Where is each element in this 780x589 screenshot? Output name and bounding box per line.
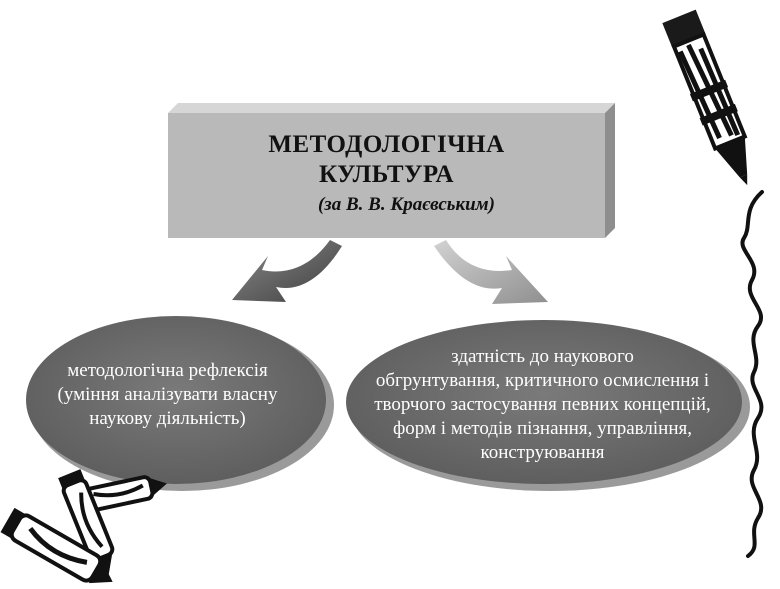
- right-oval-shape: [346, 320, 750, 491]
- right-node-line: творчого застосування певних концепцій,: [374, 394, 711, 415]
- wavy-line: [740, 190, 764, 558]
- right-node-line: обгрунтування, критичного осмислення і: [375, 370, 710, 391]
- title-box: МЕТОДОЛОГІЧНА КУЛЬТУРА (за В. В. Краєвсь…: [168, 113, 605, 235]
- title-line-1: МЕТОДОЛОГІЧНА: [268, 131, 505, 158]
- arrow-right-icon: [434, 240, 548, 304]
- title-box-shape: [168, 103, 615, 238]
- left-node-line: наукову діяльність): [89, 408, 246, 429]
- pen-icon: [662, 9, 748, 186]
- title-subtitle: (за В. В. Краєвським): [317, 194, 495, 215]
- right-node: здатність до наукового обгрунтування, кр…: [345, 335, 740, 475]
- left-node-line: (уміння аналізувати власну: [57, 384, 278, 405]
- left-node-line: методологічна рефлексія: [67, 360, 268, 381]
- right-node-line: конструювання: [480, 442, 605, 463]
- left-node: методологічна рефлексія (уміння аналізув…: [30, 345, 305, 445]
- crayons-icon: [0, 469, 167, 584]
- title-line-2: КУЛЬТУРА: [318, 161, 455, 188]
- arrow-left-icon: [232, 240, 342, 302]
- right-node-line: форм і методів пізнання, управління,: [393, 418, 692, 439]
- right-node-line: здатність до наукового: [451, 346, 634, 367]
- left-oval-shape: [26, 316, 334, 491]
